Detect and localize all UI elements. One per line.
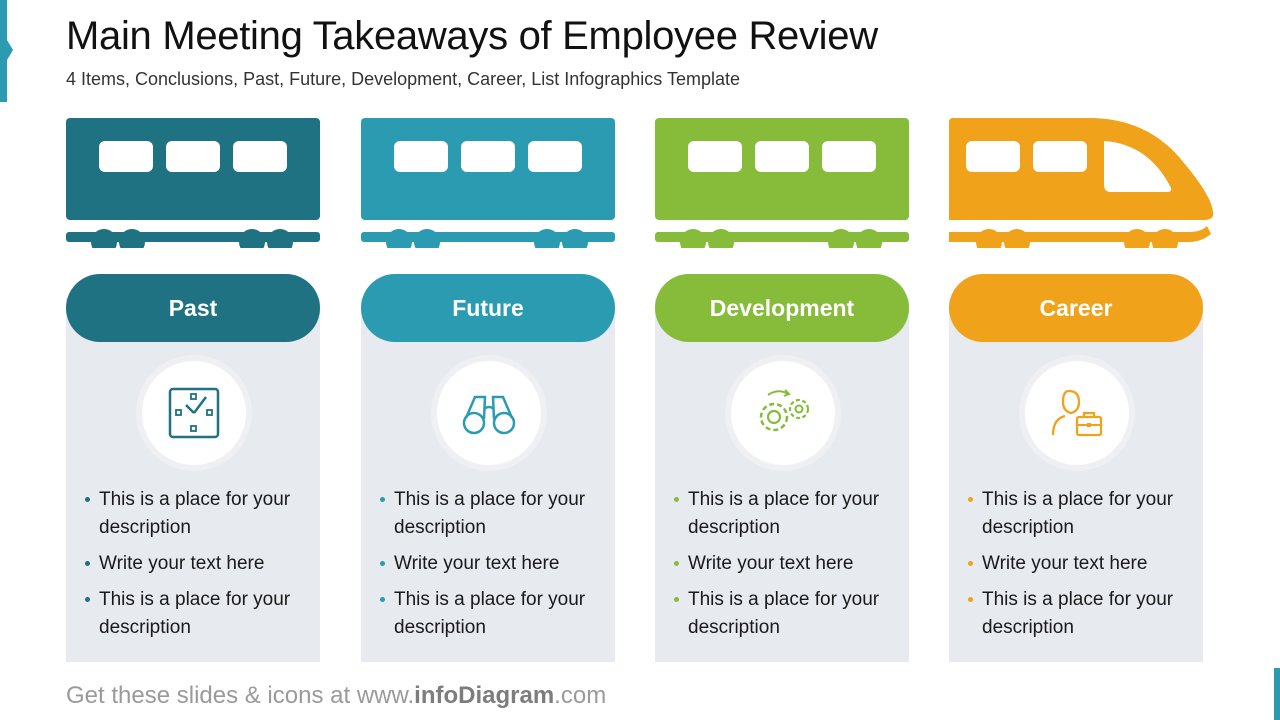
train-car-icon [66,118,320,248]
list-item: This is a place for your description [963,486,1199,542]
gears-icon [759,389,810,432]
bullet-dot [674,561,679,566]
list-item: This is a place for your description [669,486,905,542]
column-development: Development This is a place for your des… [655,118,909,662]
list-item: This is a place for your description [80,586,316,642]
icon-circle [142,361,246,465]
list-item: This is a place for your description [669,586,905,642]
page-title: Main Meeting Takeaways of Employee Revie… [66,14,878,58]
list-item: Write your text here [375,550,611,578]
icon-circle [437,361,541,465]
list-item: Write your text here [80,550,316,578]
bullet-dot [674,497,679,502]
footer-brand: infoDiagram [414,682,555,709]
list-item: This is a place for your description [375,486,611,542]
train-locomotive-icon [949,118,1214,248]
list-item: This is a place for your description [375,586,611,642]
right-accent-bar [1274,668,1280,720]
bullet-dot [85,497,90,502]
bullet-dot [674,597,679,602]
list-item: This is a place for your description [963,586,1199,642]
list-item: This is a place for your description [80,486,316,542]
left-accent-bar [0,0,13,102]
description-card [655,298,909,662]
bullet-dot [968,497,973,502]
bullet-dot [380,597,385,602]
label-pill-development: Development [655,274,909,342]
column-past: Past This is a place for your descriptio… [66,118,320,662]
list-item: Write your text here [669,550,905,578]
bullet-dot [968,561,973,566]
label-pill-career: Career [949,274,1203,342]
bullet-list: This is a place for your description Wri… [963,486,1199,650]
column-future: Future This is a place for your descript… [361,118,615,662]
bullet-dot [85,597,90,602]
train-car-icon [655,118,909,248]
description-card [66,298,320,662]
bullet-dot [380,497,385,502]
binoculars-icon [462,395,516,435]
bullet-list: This is a place for your description Wri… [80,486,316,650]
bullet-list: This is a place for your description Wri… [669,486,905,650]
description-card [361,298,615,662]
label-pill-past: Past [66,274,320,342]
bullet-dot [380,561,385,566]
footer-credit: Get these slides & icons at www.infoDiag… [66,682,607,709]
icon-circle [1025,361,1129,465]
icon-circle [731,361,835,465]
clock-calendar-icon [168,387,220,439]
description-card [949,298,1203,662]
bullet-dot [85,561,90,566]
label-pill-future: Future [361,274,615,342]
column-career: Career This is a place for your descript… [949,118,1214,662]
bullet-list: This is a place for your description Wri… [375,486,611,650]
person-briefcase-icon [1051,389,1103,437]
page-subtitle: 4 Items, Conclusions, Past, Future, Deve… [66,69,740,89]
train-car-icon [361,118,615,248]
list-item: Write your text here [963,550,1199,578]
bullet-dot [968,597,973,602]
